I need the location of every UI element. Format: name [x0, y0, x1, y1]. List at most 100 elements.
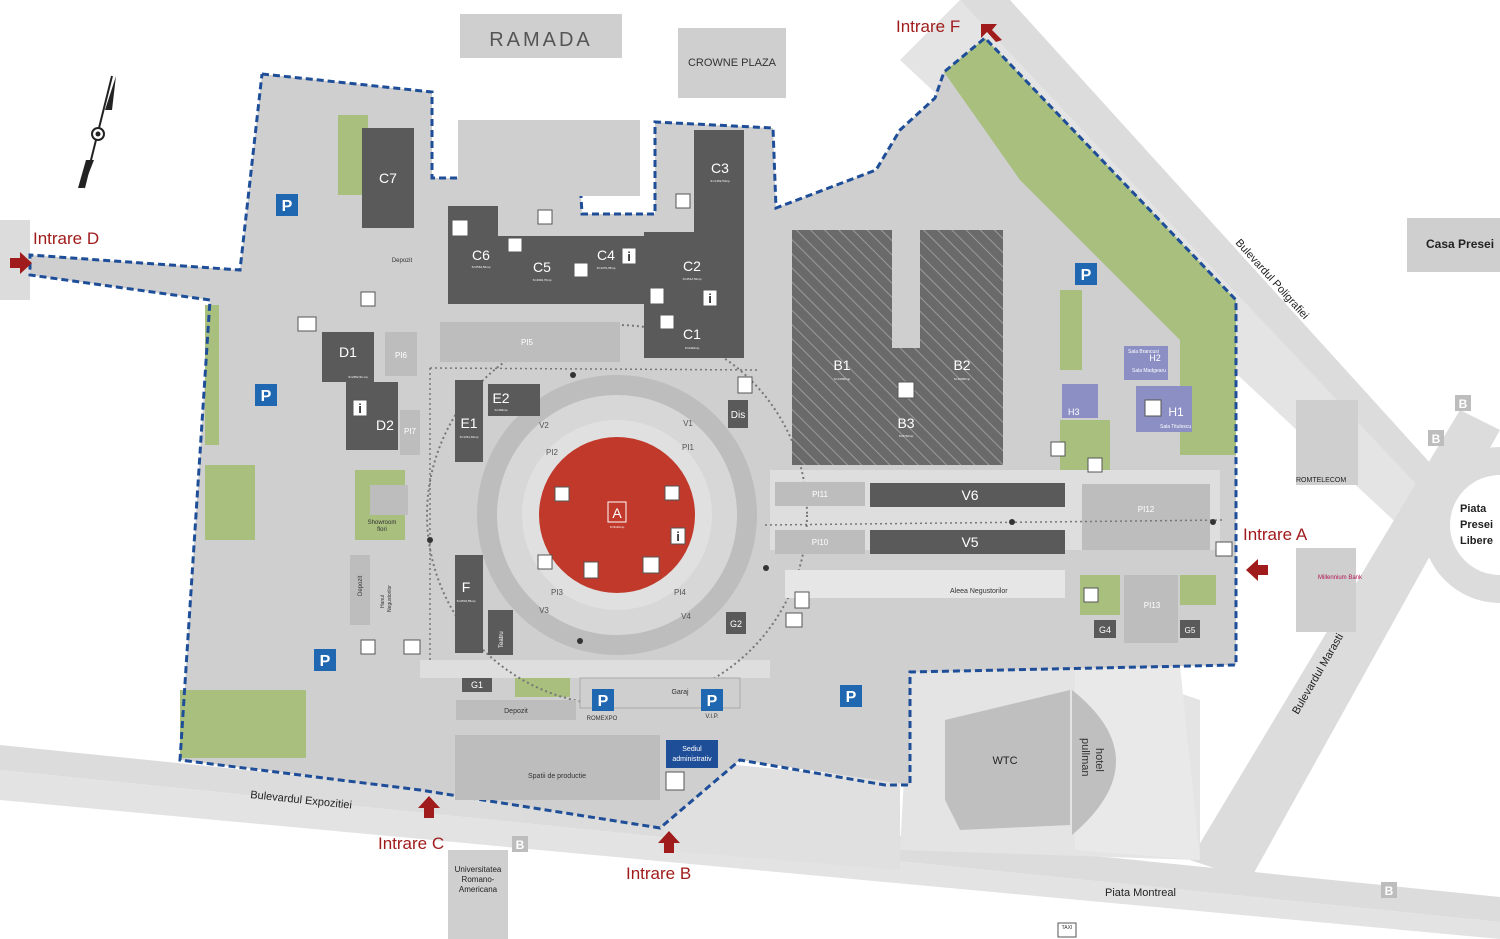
garaj-label: Garaj — [671, 689, 689, 696]
restaurant-icon[interactable] — [583, 561, 599, 579]
bus-stop-letter: B — [1432, 432, 1441, 446]
parking-icon[interactable] — [592, 689, 614, 711]
atm-icon[interactable] — [665, 771, 685, 791]
pavilion-pi10[interactable] — [775, 530, 865, 554]
shopping-cart-icon[interactable] — [537, 209, 553, 225]
parking-icon[interactable] — [276, 194, 298, 216]
hall-a[interactable] — [539, 437, 695, 593]
pavilion-pi2-label: PI2 — [546, 448, 559, 457]
pavilion-pi7[interactable] — [400, 410, 420, 455]
landmark-millennium — [1296, 548, 1356, 632]
hall-b2[interactable] — [920, 230, 1003, 465]
road-bottom-access — [660, 760, 900, 870]
wc-icon[interactable] — [1050, 441, 1066, 457]
wc-icon[interactable] — [1083, 587, 1099, 603]
hall-c3[interactable] — [694, 130, 744, 232]
coffee-icon[interactable] — [664, 485, 680, 501]
building-depozit-left[interactable] — [350, 555, 370, 625]
hanul-label: Hanul — [380, 595, 386, 608]
shopping-cart-icon[interactable] — [360, 639, 376, 655]
info-icon[interactable] — [621, 247, 637, 265]
coffee-icon[interactable] — [1087, 457, 1103, 473]
bus-stop-icon[interactable] — [1455, 395, 1471, 411]
hall-h2[interactable] — [1124, 346, 1168, 380]
entrance-f-label[interactable]: Intrare F — [896, 17, 960, 36]
building-teatru[interactable] — [488, 610, 513, 655]
taxi-label: TAXI — [1062, 925, 1073, 931]
bus-stop-icon[interactable] — [1428, 430, 1444, 446]
building-showroom[interactable] — [370, 485, 408, 515]
building-depozit-bottom[interactable] — [456, 700, 576, 720]
coffee-icon[interactable] — [554, 486, 570, 502]
coffee-icon[interactable] — [659, 314, 675, 330]
hall-b3-label: B3 — [897, 415, 914, 431]
hall-g1[interactable] — [462, 678, 492, 692]
hall-e1[interactable] — [455, 380, 483, 462]
pavilion-pi6[interactable] — [385, 332, 417, 376]
parking-icon[interactable] — [840, 685, 862, 707]
hall-h1-label: H1 — [1168, 405, 1184, 419]
entrance-b-label[interactable]: Intrare B — [626, 864, 691, 883]
security-icon[interactable] — [403, 639, 421, 655]
hall-h3[interactable] — [1062, 384, 1098, 418]
restaurant-icon[interactable] — [649, 287, 665, 305]
landmark-universitatea — [448, 850, 508, 939]
pavilion-pi5[interactable] — [440, 322, 620, 362]
restaurant-icon[interactable] — [794, 591, 810, 609]
hall-b1[interactable] — [792, 230, 892, 465]
parking-icon[interactable] — [314, 649, 336, 671]
bus-stop-icon[interactable] — [1381, 882, 1397, 898]
atm-icon[interactable] — [1144, 399, 1162, 417]
hall-c7[interactable] — [362, 128, 414, 228]
shopping-cart-icon[interactable] — [675, 193, 691, 209]
hall-g4[interactable] — [1094, 620, 1116, 638]
hall-g5[interactable] — [1180, 620, 1200, 638]
pavilion-pi12[interactable] — [1082, 484, 1210, 550]
shopping-cart-icon[interactable] — [360, 291, 376, 307]
romexpo-label: ROMEXPO — [587, 716, 618, 722]
bus-stop-icon[interactable] — [512, 836, 528, 852]
coffee-icon[interactable] — [507, 237, 523, 253]
hall-g2[interactable] — [726, 612, 746, 634]
entrance-d-label[interactable]: Intrare D — [33, 229, 99, 248]
parking-icon[interactable] — [701, 689, 723, 711]
pavilion-pi13[interactable] — [1124, 575, 1178, 643]
atm-icon[interactable] — [897, 381, 915, 399]
security-icon[interactable] — [1215, 541, 1233, 557]
entrance-a-label[interactable]: Intrare A — [1243, 525, 1308, 544]
restaurant-icon[interactable] — [737, 376, 753, 394]
halls: C7 C6 S=2564,52mp C5 S=4094,70mp C4 S=13… — [322, 128, 1200, 692]
univ-label-3: Americana — [459, 885, 498, 894]
taxi-icon[interactable] — [1057, 922, 1077, 938]
parking-icon-letter: P — [282, 198, 293, 215]
parking-icon[interactable] — [1075, 263, 1097, 285]
shopping-cart-icon[interactable] — [537, 554, 553, 570]
hall-v6[interactable] — [870, 483, 1065, 507]
info-icon[interactable] — [670, 527, 686, 545]
info-icon[interactable] — [702, 289, 718, 307]
building-dis[interactable] — [728, 400, 748, 428]
pavilions: PI5 PI6 PI7 PI11 PI10 PI12 PI13 PI2 PI3 … — [385, 322, 1210, 643]
hall-d1[interactable] — [322, 332, 374, 382]
building-spatii[interactable] — [455, 735, 660, 800]
sediul-label: Sediul — [682, 746, 702, 753]
security-icon[interactable] — [297, 316, 317, 332]
pavilion-pi11[interactable] — [775, 482, 865, 506]
outer-ring-path — [426, 324, 808, 706]
hall-e2[interactable] — [488, 384, 540, 416]
info-icon[interactable] — [352, 399, 368, 417]
hall-b3[interactable] — [892, 348, 920, 465]
building-sediul[interactable] — [666, 740, 718, 768]
hall-f[interactable] — [455, 555, 483, 653]
coffee-icon[interactable] — [573, 262, 589, 278]
parking-icon[interactable] — [255, 384, 277, 406]
negustorilor-label: Negustorilor — [387, 585, 393, 612]
hall-f-area: S=2504,55mp — [457, 599, 476, 603]
bus-stop-letter: B — [516, 838, 525, 852]
hall-v5[interactable] — [870, 530, 1065, 554]
atm-icon[interactable] — [642, 556, 660, 574]
vip-label: V.I.P. — [705, 714, 719, 720]
entrance-c-label[interactable]: Intrare C — [378, 834, 444, 853]
security-icon[interactable] — [785, 612, 803, 628]
atm-icon[interactable] — [451, 219, 469, 237]
